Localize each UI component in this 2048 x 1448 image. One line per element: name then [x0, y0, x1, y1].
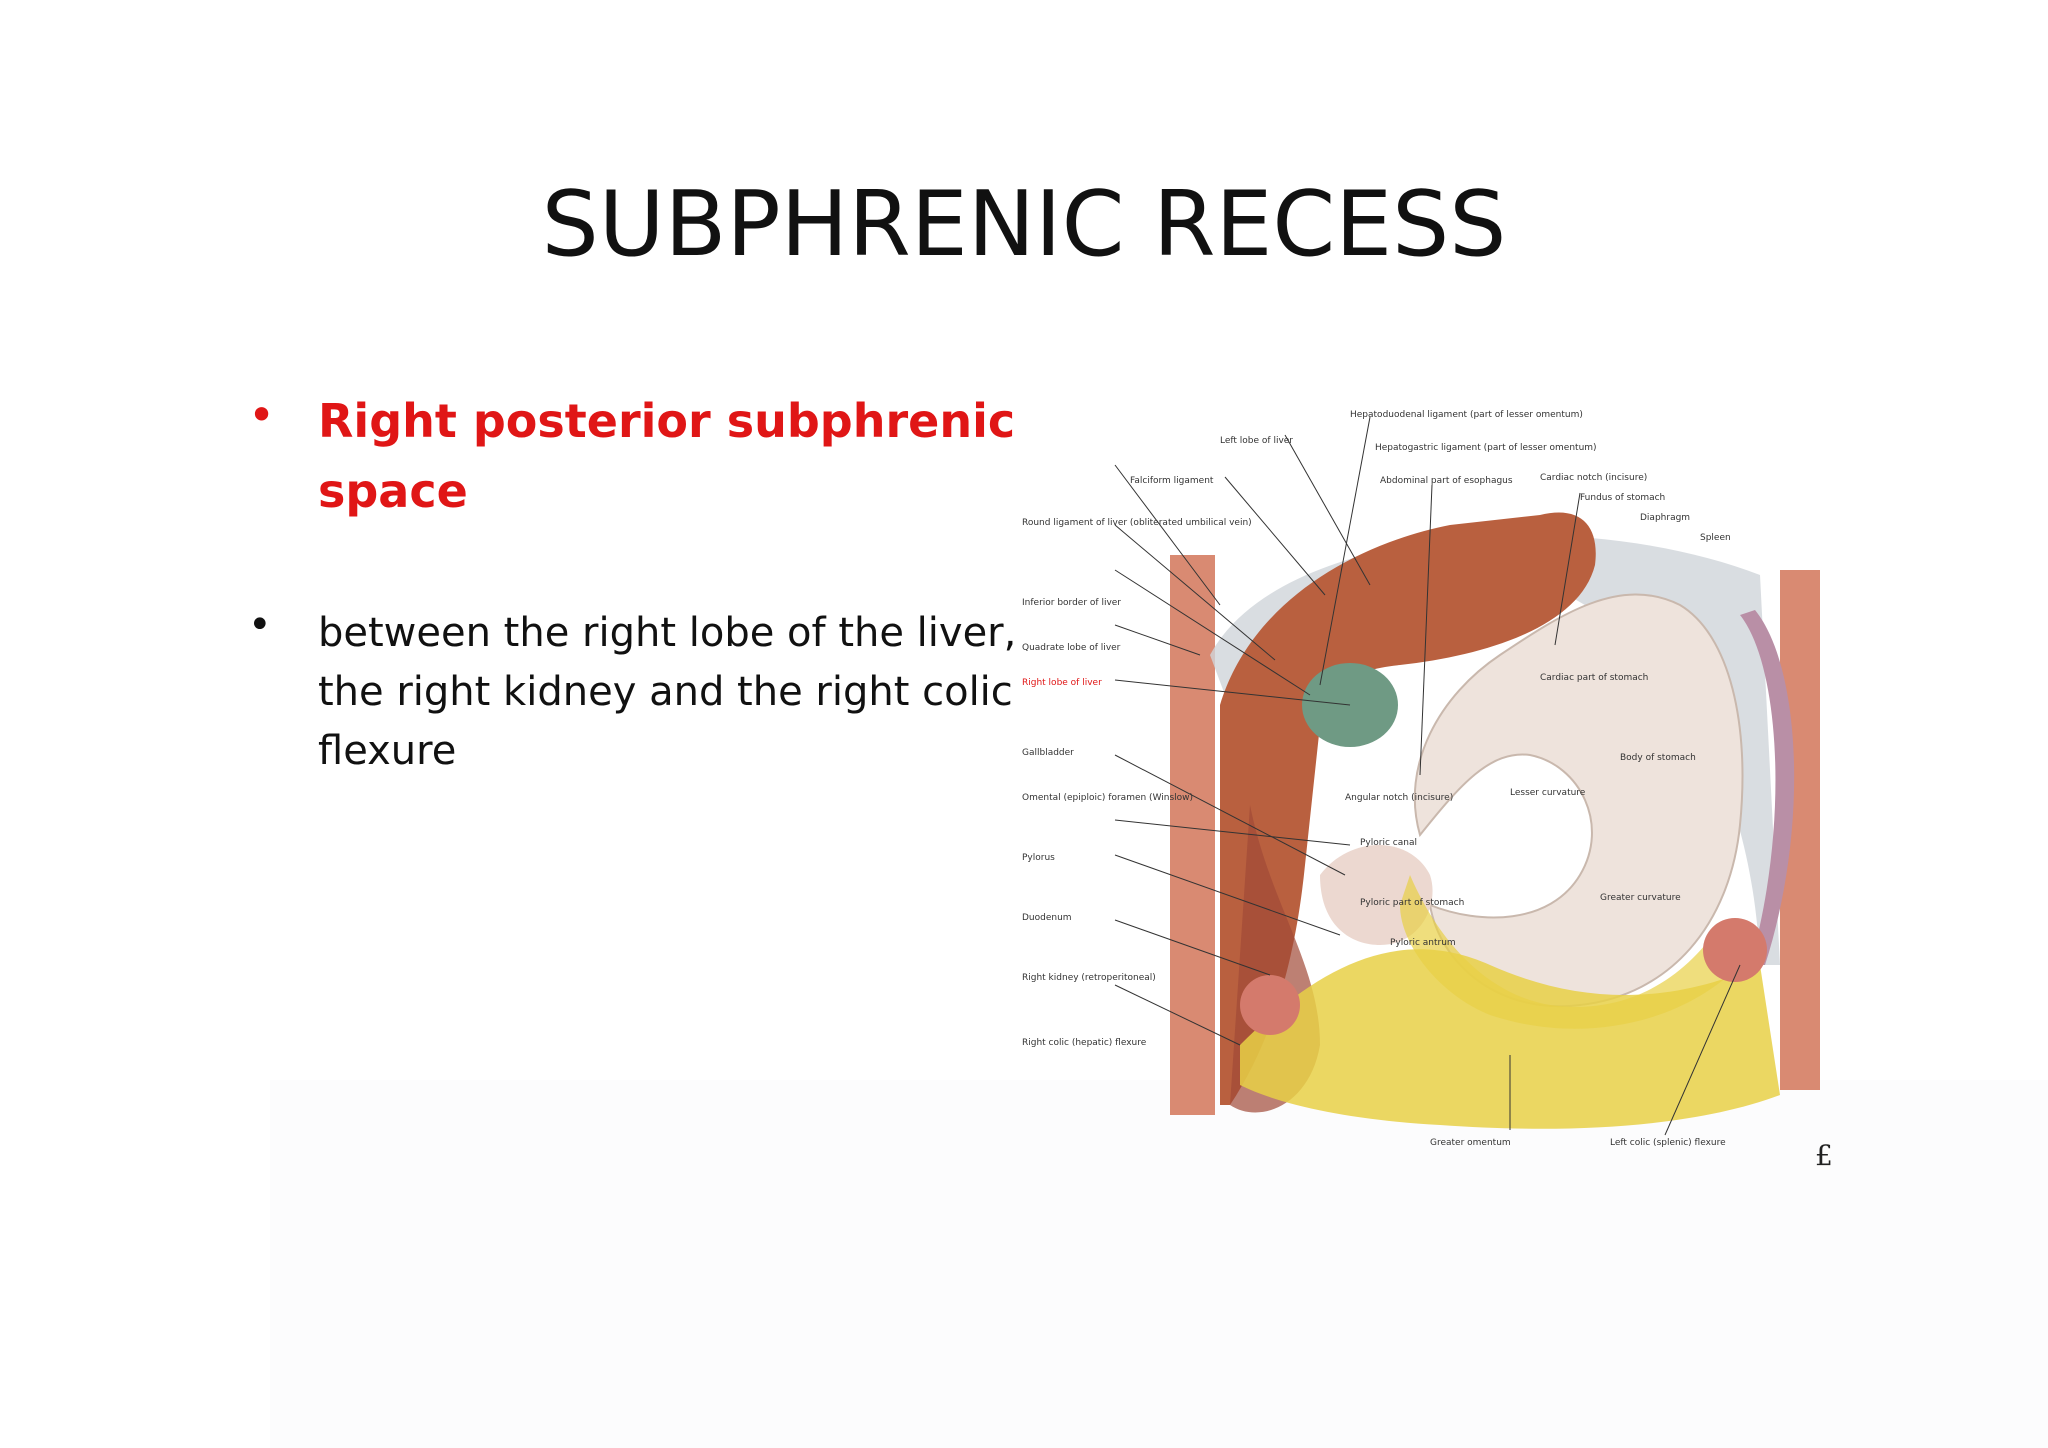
label-omental-foramen: Omental (epiploic) foramen (Winslow): [1022, 793, 1193, 803]
right-colic-flexure-shape: [1240, 975, 1300, 1035]
label-duodenum: Duodenum: [1022, 913, 1072, 923]
label-gallbladder: Gallbladder: [1022, 748, 1074, 758]
bullet-dot-icon: •: [248, 602, 272, 648]
label-pyloric-antrum: Pyloric antrum: [1390, 938, 1456, 948]
label-abdominal-esophagus: Abdominal part of esophagus: [1380, 476, 1513, 486]
liver-shape: [1220, 512, 1596, 1105]
left-colic-flexure-shape: [1703, 918, 1767, 982]
label-angular-notch: Angular notch (incisure): [1345, 793, 1453, 803]
label-falciform: Falciform ligament: [1130, 476, 1214, 486]
label-pyloric-canal: Pyloric canal: [1360, 838, 1417, 848]
label-round-ligament: Round ligament of liver (obliterated umb…: [1022, 518, 1252, 528]
spleen-shape: [1740, 610, 1795, 965]
leader-lines: [1114, 416, 1741, 1136]
greater-omentum-shape: [1240, 949, 1780, 1129]
lesser-omentum-shape: [1400, 875, 1740, 1029]
label-pylorus: Pylorus: [1022, 853, 1055, 863]
bullet-dot-icon: •: [248, 388, 276, 442]
label-greater-omentum: Greater omentum: [1430, 1138, 1511, 1148]
label-left-lobe: Left lobe of liver: [1220, 436, 1293, 446]
label-diaphragm: Diaphragm: [1640, 513, 1690, 523]
label-cardiac-notch: Cardiac notch (incisure): [1540, 473, 1647, 483]
label-left-colic: Left colic (splenic) flexure: [1610, 1138, 1726, 1148]
label-hepatogastric: Hepatogastric ligament (part of lesser o…: [1375, 443, 1597, 453]
label-cardiac-part: Cardiac part of stomach: [1540, 673, 1648, 683]
slide-title: SUBPHRENIC RECESS: [541, 172, 1507, 277]
background-panel: [270, 1080, 2048, 1448]
label-hepatoduodenal: Hepatoduodenal ligament (part of lesser …: [1350, 410, 1583, 420]
bullet-text: Right posterior subphrenic space: [318, 394, 1016, 518]
right-body-wall: [1170, 555, 1215, 1115]
anatomy-illustration: Hepatoduodenal ligament (part of lesser …: [1020, 405, 1850, 1175]
label-right-kidney: Right kidney (retroperitoneal): [1022, 973, 1156, 983]
label-inferior-border: Inferior border of liver: [1022, 598, 1121, 608]
label-pyloric-part: Pyloric part of stomach: [1360, 898, 1464, 908]
label-fundus: Fundus of stomach: [1580, 493, 1665, 503]
stomach-anatomy-figure: Hepatoduodenal ligament (part of lesser …: [1022, 410, 1833, 1172]
stomach-shape: [1413, 593, 1744, 1008]
label-lesser-curvature: Lesser curvature: [1510, 788, 1586, 798]
label-greater-curvature: Greater curvature: [1600, 893, 1681, 903]
label-spleen: Spleen: [1700, 533, 1731, 543]
bullet-text: between the right lobe of the liver, the…: [318, 610, 1017, 774]
label-right-colic: Right colic (hepatic) flexure: [1022, 1038, 1147, 1048]
label-right-lobe: Right lobe of liver: [1022, 678, 1102, 688]
label-quadrate-lobe: Quadrate lobe of liver: [1022, 643, 1121, 653]
signature-mark: £: [1815, 1139, 1833, 1172]
label-body: Body of stomach: [1620, 753, 1696, 763]
